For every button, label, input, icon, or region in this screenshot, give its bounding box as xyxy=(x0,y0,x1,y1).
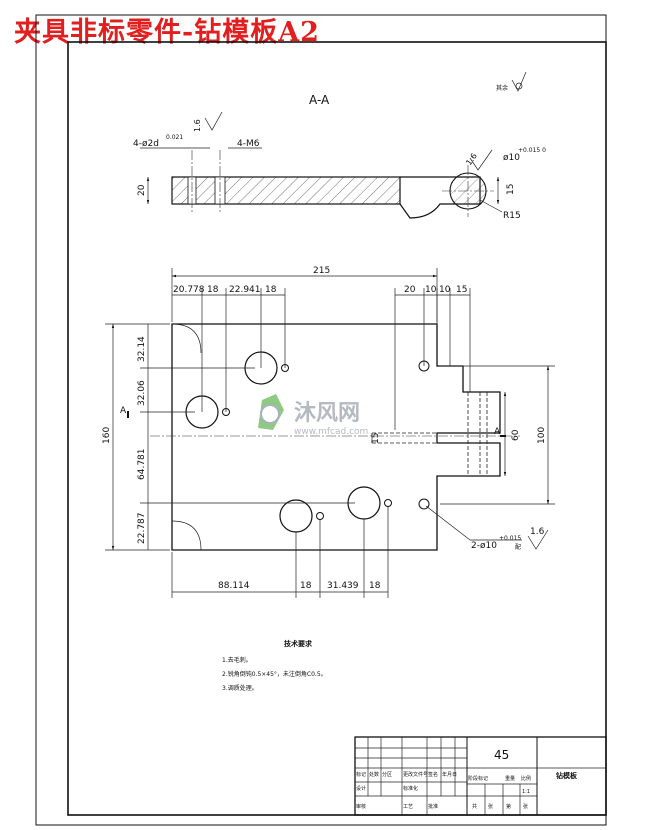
section-plate-outline xyxy=(171,176,401,205)
hole-small-4 xyxy=(384,499,392,507)
drawing-name: 钻模板 xyxy=(556,771,578,780)
watermark-logo: 沐风网 www.mfcad.com xyxy=(258,394,368,437)
bottom-roughness-icon xyxy=(527,529,549,550)
tb-label-b2: 阶段标记 xyxy=(468,775,488,782)
inner-border xyxy=(67,41,607,816)
tb-label-c2: 批准 xyxy=(428,803,438,810)
section-label: A-A xyxy=(309,93,330,107)
hole-callout-left-tol: 0.021 xyxy=(166,134,183,141)
roughness-circle-icon xyxy=(515,82,523,90)
radius-dim: R15 xyxy=(503,211,521,221)
material-value: 45 xyxy=(494,748,509,762)
radius-leader xyxy=(479,199,503,213)
plate-outline xyxy=(171,323,501,551)
title-block: 45 钻模板 标记 处数 分区 更改文件号 签名 年月日 设计 标准化 阶段标记… xyxy=(354,736,607,816)
dim-right-3: 100 xyxy=(537,427,547,444)
section-marker-left: A xyxy=(120,406,127,416)
top-roughness-icon xyxy=(204,111,223,131)
tb-label-a5: 年月日 xyxy=(442,771,457,778)
watermark-brand: 沐风网 xyxy=(294,401,360,426)
dim-left-1: 32.14 xyxy=(137,336,147,362)
dim-bottom-4: 18 xyxy=(369,581,381,591)
dim-top-right-4: 15 xyxy=(456,285,467,295)
dim-bottom-1: 88.114 xyxy=(218,581,250,591)
dim-left-2: 32.06 xyxy=(137,380,147,406)
hole-callout-left: 4-ø2d xyxy=(133,139,159,149)
top-roughness-value: 1.6 xyxy=(193,119,202,132)
hole-callout-bottom-tol: +0.015 xyxy=(499,535,521,542)
dim-top-4: 18 xyxy=(265,285,277,295)
dim-right-1: 15 xyxy=(371,433,381,444)
tb-label-a1: 处数 xyxy=(369,771,379,778)
tb-label-b3: 重量 xyxy=(505,775,515,782)
overall-height-dim: 160 xyxy=(102,427,112,444)
dim-left-3: 64.781 xyxy=(137,449,147,481)
section-view-a-a: A-A 其余 20 15 4-ø2d 0.021 4-M6 1.6 1.6 ø1… xyxy=(133,71,546,221)
plan-view: 215 20.778 18 22.941 18 20 10 10 15 160 … xyxy=(102,266,555,598)
dim-left-4: 22.787 xyxy=(137,513,147,545)
tb-label-c3: 共 xyxy=(472,803,477,810)
pin-hole-bottom xyxy=(418,498,430,510)
bore-roughness-value: 1.6 xyxy=(464,152,479,168)
dim-bottom-2: 18 xyxy=(300,581,312,591)
watermark-url: www.mfcad.com xyxy=(294,427,368,437)
tb-label-a3: 更改文件号 xyxy=(403,771,428,778)
tb-label-c0: 审核 xyxy=(356,803,366,810)
tb-label-b1: 标准化 xyxy=(403,785,418,792)
title-block-frame xyxy=(354,736,607,816)
hole-callout-bottom: 2-ø10 xyxy=(471,541,497,551)
dim-right-2: 60 xyxy=(511,429,521,441)
bottom-roughness-value: 1.6 xyxy=(530,527,545,537)
tb-label-b0: 设计 xyxy=(356,785,366,792)
tb-scale: 1:1 xyxy=(522,789,530,795)
overall-width-dim: 215 xyxy=(313,266,330,276)
slot-height-dim: 15 xyxy=(506,184,516,195)
tech-requirements: 技术要求 1.去毛刺。 2.锐角倒钝0.5×45°，未注倒角C0.5。 3.调质… xyxy=(222,639,327,692)
tb-label-a4: 签名 xyxy=(428,771,438,778)
tech-item-1: 1.去毛刺。 xyxy=(222,656,252,664)
hole-callout-bottom-suffix: 配 xyxy=(515,544,521,551)
corner-arc-top xyxy=(171,323,202,354)
pin-hole-leader xyxy=(425,505,471,541)
bore-roughness-icon xyxy=(469,149,493,171)
tech-item-3: 3.调质处理。 xyxy=(222,684,258,692)
section-hatch-left xyxy=(172,177,400,204)
dim-bottom-3: 31.439 xyxy=(327,581,359,591)
bore-callout: ø10 xyxy=(503,153,520,163)
dim-top-2: 18 xyxy=(207,285,219,295)
tech-heading: 技术要求 xyxy=(284,639,313,648)
dim-top-1: 20.778 xyxy=(173,285,205,295)
section-marker-right: A xyxy=(494,427,501,437)
roughness-check-icon xyxy=(511,71,527,92)
tech-item-2: 2.锐角倒钝0.5×45°，未注倒角C0.5。 xyxy=(222,670,327,678)
bore-tol: +0.015 0 xyxy=(518,147,546,154)
tb-label-c6: 张 xyxy=(523,803,528,810)
thickness-dim: 20 xyxy=(137,184,147,196)
corner-arc-bottom xyxy=(171,520,202,551)
hole-large-3 xyxy=(279,499,313,533)
dim-top-right-3: 10 xyxy=(439,285,451,295)
tb-label-b4: 比例 xyxy=(521,775,531,782)
page-title: 夹具非标零件-钻模板A2 xyxy=(14,17,320,48)
tb-label-c1: 工艺 xyxy=(403,804,413,810)
dim-top-3: 22.941 xyxy=(229,285,261,295)
tb-label-c4: 张 xyxy=(488,803,493,810)
tb-label-a0: 标记 xyxy=(356,771,366,778)
dim-top-right-2: 10 xyxy=(425,285,437,295)
thread-callout: 4-M6 xyxy=(237,139,260,149)
tb-label-c5: 第 xyxy=(506,803,511,810)
general-roughness-prefix: 其余 xyxy=(496,84,508,92)
hole-small-3 xyxy=(316,512,324,520)
watermark-ring-icon xyxy=(260,404,280,424)
dim-top-right-1: 20 xyxy=(404,285,416,295)
tb-label-a2: 分区 xyxy=(382,771,392,778)
